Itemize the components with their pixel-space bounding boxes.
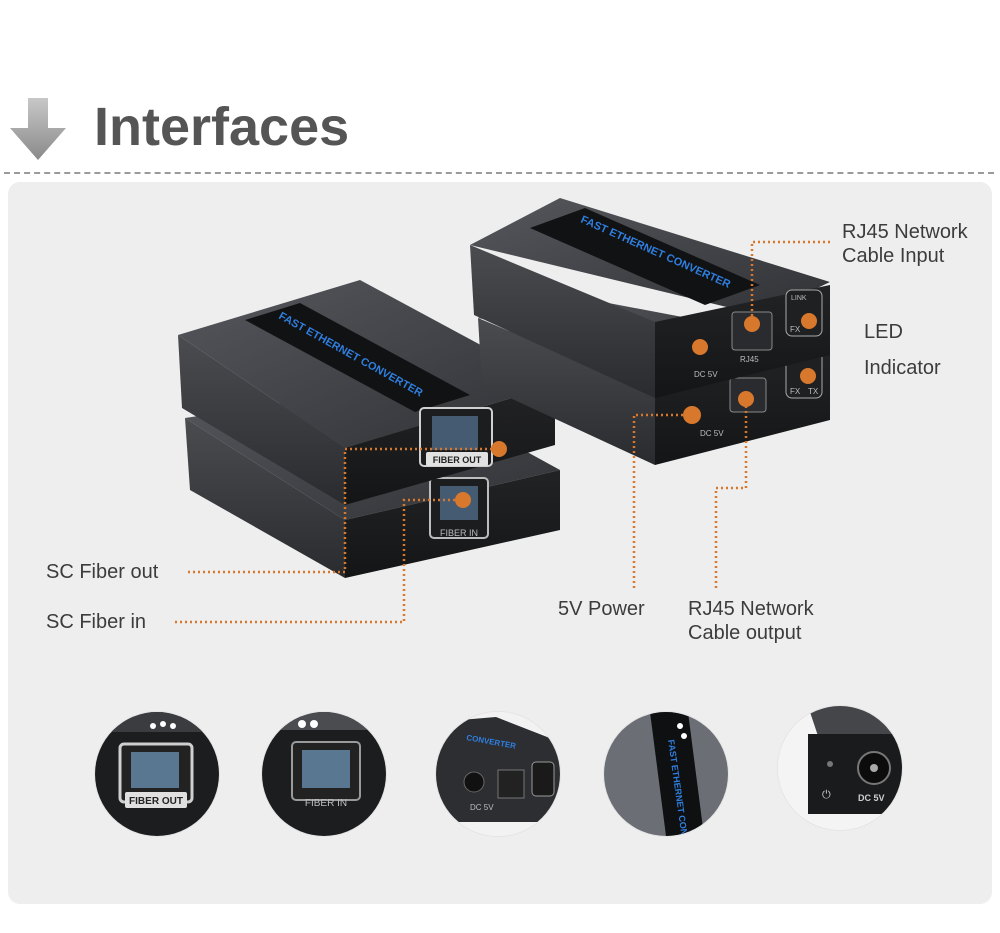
rj45-output-line1: RJ45 Network <box>688 598 814 620</box>
power-icon: ⏻ <box>822 789 831 801</box>
callout-5v-power: 5V Power <box>558 598 645 620</box>
callout-rj45-input: RJ45 Network Cable Input <box>842 220 968 268</box>
left-device-top: FAST ETHERNET CONVERTER FIBER OUT <box>178 280 555 505</box>
thumbnail-top-label: FAST ETHERNET CONVERTER <box>604 712 728 836</box>
page-title: Interfaces <box>94 97 350 157</box>
right-bottom-tx-label: TX <box>808 387 819 396</box>
led-marker-top <box>801 313 817 329</box>
thumb1-label: FIBER OUT <box>129 796 183 807</box>
sc-fiber-out-line <box>188 449 347 574</box>
sc-fiber-in-line <box>175 498 463 624</box>
right-bottom-dc-label: DC 5V <box>700 429 724 438</box>
rj45-output-line2: Cable output <box>688 622 802 644</box>
rj45-input-line2: Cable Input <box>842 245 945 267</box>
callout-led-line1: LED <box>864 321 903 343</box>
dc-power-marker-top <box>692 339 708 355</box>
rj45-out-line <box>714 399 748 588</box>
fiber-out-port-label: FIBER OUT <box>433 455 482 465</box>
thumb5-label: DC 5V <box>858 793 885 803</box>
right-bottom-fx-label: FX <box>790 387 801 396</box>
rj45-in-marker <box>744 316 760 332</box>
rj45-in-line <box>750 240 830 324</box>
header: Interfaces <box>0 0 1000 180</box>
fiber-out-marker <box>491 441 507 457</box>
rj45-out-marker <box>738 391 754 407</box>
thumbnail-fiber-out: FIBER OUT <box>95 712 219 836</box>
down-arrow-icon <box>10 98 66 160</box>
rj45-input-line1: RJ45 Network <box>842 221 968 243</box>
right-top-rj45-label: RJ45 <box>740 355 759 364</box>
power-line <box>632 413 692 588</box>
callout-sc-fiber-out: SC Fiber out <box>46 561 159 583</box>
callout-sc-fiber-in: SC Fiber in <box>46 611 147 633</box>
right-top-link-label: LINK <box>791 295 807 302</box>
thumb3-label: DC 5V <box>470 803 494 812</box>
callout-rj45-output: RJ45 Network Cable output <box>688 597 814 645</box>
header-divider <box>4 172 994 174</box>
thumbnail-rear-ports: CONVERTER DC 5V <box>436 712 560 836</box>
led-marker-bottom <box>800 368 816 384</box>
callout-lines <box>175 240 830 624</box>
thumb2-label: FIBER IN <box>305 798 347 809</box>
thumbnail-fiber-in: FIBER IN <box>262 712 386 836</box>
right-top-fx-label: FX <box>790 325 801 334</box>
right-top-dc-label: DC 5V <box>694 370 718 379</box>
thumbnail-power-port: ⏻ DC 5V <box>778 706 902 830</box>
fiber-in-port-label: FIBER IN <box>440 528 478 538</box>
callout-led-line2: Indicator <box>864 357 941 379</box>
fiber-in-marker <box>455 492 471 508</box>
